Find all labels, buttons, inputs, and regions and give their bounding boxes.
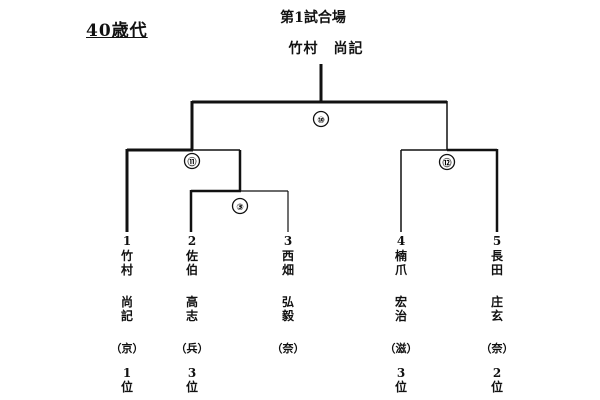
player-rank-suffix: 位 bbox=[394, 380, 407, 394]
category-title: 40歳代 bbox=[86, 21, 148, 41]
player-given-char: 玄 bbox=[490, 309, 503, 323]
player-family-char: 畑 bbox=[281, 263, 294, 277]
player-given-char: 高 bbox=[185, 295, 198, 309]
player-seed: 5 bbox=[492, 234, 502, 248]
player-given-char: 宏 bbox=[394, 295, 407, 309]
player-given-char: 治 bbox=[394, 309, 407, 323]
player-column-4: 4 楠 爪 宏 治 （滋） 3 位 bbox=[385, 234, 418, 394]
player-rank-number: 3 bbox=[187, 366, 197, 380]
player-prefecture: （滋） bbox=[384, 342, 418, 355]
player-seed: 1 bbox=[122, 234, 132, 248]
match-11-label: ⑪ bbox=[187, 156, 196, 168]
player-rank-number: 2 bbox=[492, 366, 502, 380]
player-column-1: 1 竹 村 尚 記 （京） 1 位 bbox=[111, 234, 144, 394]
player-family-char: 長 bbox=[490, 249, 503, 263]
player-given-char: 尚 bbox=[120, 295, 133, 309]
player-given-char: 志 bbox=[185, 309, 198, 323]
player-family-char: 伯 bbox=[185, 263, 198, 277]
match-3-marker: ③ bbox=[231, 197, 249, 215]
player-rank-number: 1 bbox=[122, 366, 132, 380]
venue-title: 第1試合場 bbox=[280, 10, 346, 26]
player-family-char: 佐 bbox=[185, 249, 198, 263]
player-family-char: 爪 bbox=[394, 263, 407, 277]
match-12-label: ⑫ bbox=[442, 157, 451, 169]
player-prefecture: （京） bbox=[110, 342, 144, 355]
match-11-marker: ⑪ bbox=[183, 152, 201, 170]
match-10-marker: ⑩ bbox=[312, 110, 330, 128]
player-family-char: 竹 bbox=[120, 249, 133, 263]
player-prefecture: （奈） bbox=[480, 342, 514, 355]
player-rank-suffix: 位 bbox=[490, 380, 503, 394]
player-family-char: 西 bbox=[281, 249, 294, 263]
player-column-3: 3 西 畑 弘 毅 （奈） bbox=[272, 234, 305, 356]
match-3-label: ③ bbox=[236, 203, 244, 213]
player-prefecture: （奈） bbox=[271, 342, 305, 355]
player-given-char: 庄 bbox=[490, 295, 503, 309]
player-seed: 2 bbox=[187, 234, 197, 248]
player-rank-number: 3 bbox=[396, 366, 406, 380]
champion-name: 竹村 尚記 bbox=[288, 41, 364, 57]
player-family-char: 村 bbox=[120, 263, 133, 277]
player-seed: 4 bbox=[396, 234, 406, 248]
player-family-char: 楠 bbox=[394, 249, 407, 263]
player-family-char: 田 bbox=[490, 263, 503, 277]
player-rank-suffix: 位 bbox=[120, 380, 133, 394]
player-given-char: 弘 bbox=[281, 295, 294, 309]
match-12-marker: ⑫ bbox=[438, 153, 456, 171]
player-seed: 3 bbox=[283, 234, 293, 248]
player-given-char: 毅 bbox=[281, 309, 294, 323]
player-column-2: 2 佐 伯 高 志 （兵） 3 位 bbox=[176, 234, 209, 394]
player-rank-suffix: 位 bbox=[185, 380, 198, 394]
player-given-char: 記 bbox=[120, 309, 133, 323]
match-10-label: ⑩ bbox=[317, 116, 325, 126]
player-column-5: 5 長 田 庄 玄 （奈） 2 位 bbox=[481, 234, 514, 394]
player-prefecture: （兵） bbox=[175, 342, 209, 355]
